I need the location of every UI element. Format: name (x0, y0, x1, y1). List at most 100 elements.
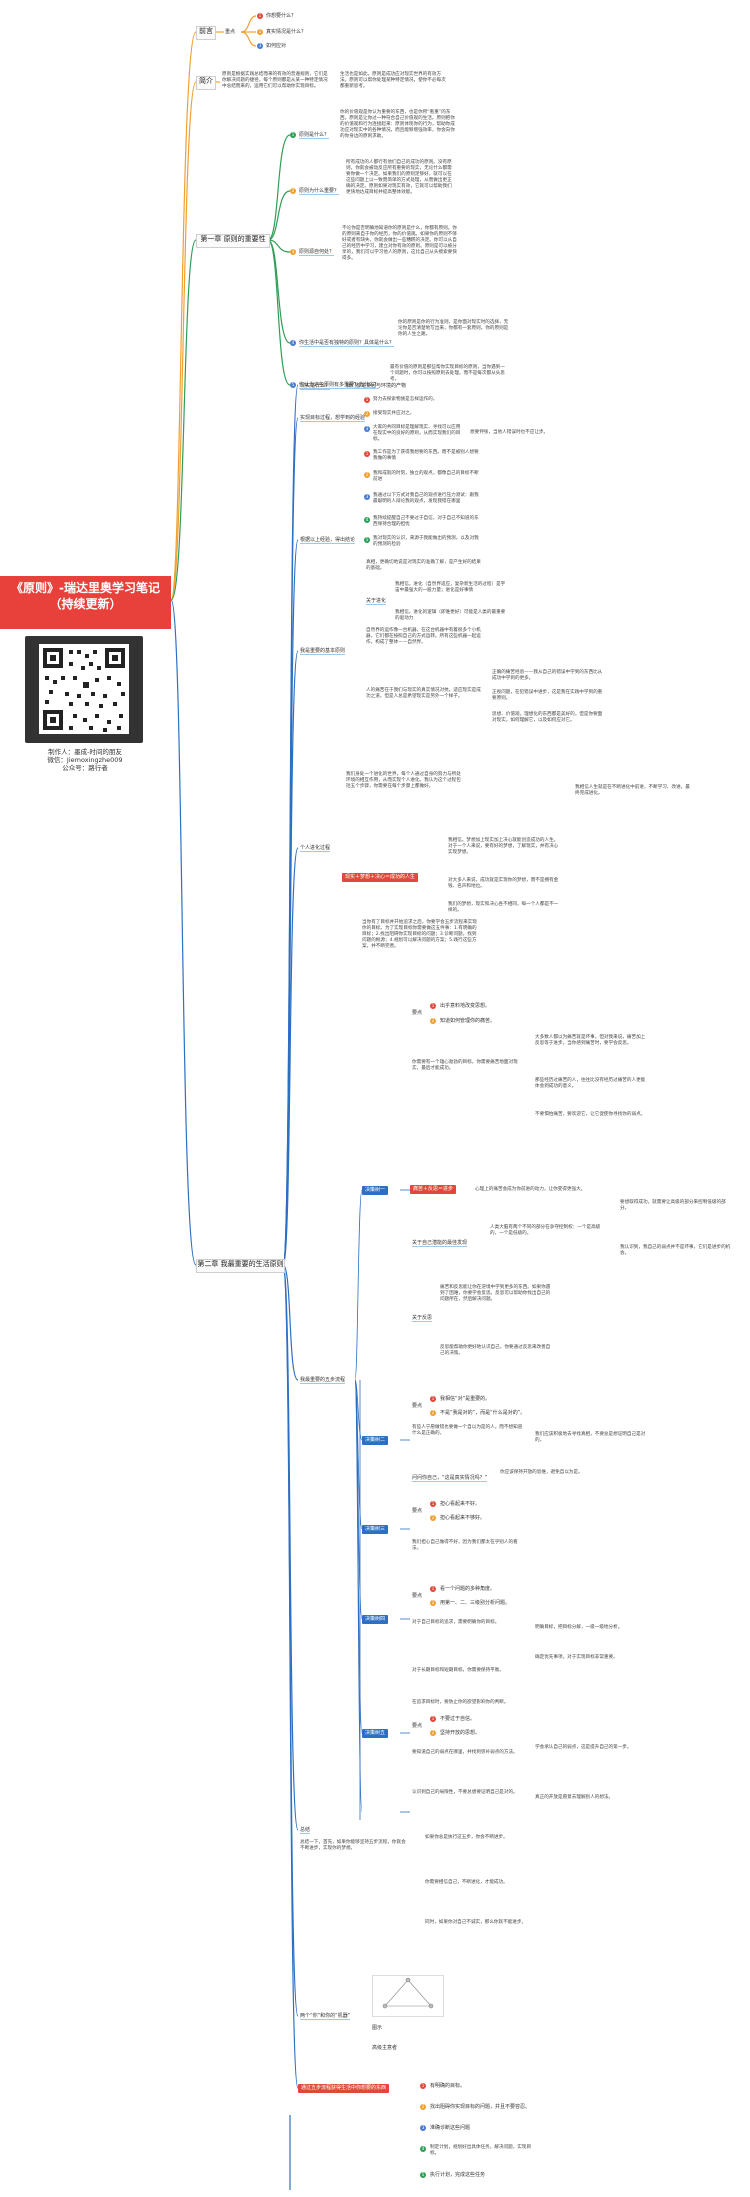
ch2-s2-item-4: 想要伸张，当他人错误时也不应让步。 (470, 430, 549, 435)
s9-item-3: 准确诊断这些问题 (430, 2125, 471, 2131)
intro-label: 简介 (199, 77, 213, 85)
number-3-icon: 3 (257, 43, 263, 49)
ch2-s8-figure-label: 图示 (372, 2025, 383, 2031)
number-2-icon: 2 (430, 1730, 436, 1736)
d1-qb: 要想取得成功，就需要让高级的部分来控制低级的部分。 (620, 1200, 726, 1211)
d5-p2: 认识到自己的局限性，不要总想要证明自己是对的。 (412, 1790, 518, 1795)
decision-tree-2[interactable]: 决策树二 (362, 1436, 389, 1445)
number-5-icon: 5 (364, 537, 370, 543)
preface-node[interactable]: 前言 (196, 26, 216, 40)
d1-r1: 大多数人都以为痛苦就是坏事，但对我来说，痛苦加上反思等于进步。当你感到痛苦时，要… (535, 1035, 646, 1046)
decision-tree-3[interactable]: 决策树三 (362, 1525, 389, 1534)
ch2-s6-intro: 当你有了目标并开始追求之后，你要学会五步流程来实现你的目标。为了实现目标你需要做… (362, 920, 477, 949)
ch2-s5-text: 我们身处一个进化的世界，每个人通过自身的努力与所处环境的相互作用，从而实现个人进… (346, 772, 461, 789)
chapter-1-node[interactable]: 第一章 原则的重要性 (196, 234, 270, 248)
preface-item-3: 如何应对 (266, 43, 287, 49)
root-topic[interactable]: 《原则》-瑞达里奥学习笔记（持续更新） (0, 576, 171, 629)
decision-tree-1[interactable]: 决策树一 (362, 1186, 389, 1195)
d4-item-1: 看一个问题的多种角度。 (440, 1586, 496, 1592)
decision-tree-5[interactable]: 决策树五 (362, 1729, 389, 1738)
ch2-s7-text: 总结一下，首先，如果你能够坚持五步流程，你就会不断进步，实现你的梦想。 (300, 1840, 406, 1851)
d5-r2: 真正的开放是愿意去理解别人的想法。 (535, 1795, 614, 1800)
d4-p2: 对于长期目标和短期目标，你需要保持平衡。 (412, 1668, 504, 1673)
qr-code-image (25, 636, 143, 743)
d2-item-2: 不是“我是对的”，而是“什么是对的”。 (440, 1410, 526, 1416)
number-3-icon: 3 (364, 494, 370, 500)
ch2-s9[interactable]: 通过五步流程获得生活中你想要的东西 (298, 2084, 390, 2093)
ch2-s4-head: 真相，更确切地说是对现实的准确了解，是产生好的结果的基础。 (366, 560, 481, 571)
intro-node[interactable]: 简介 (196, 76, 216, 90)
number-1-icon: 1 (430, 1501, 436, 1507)
d4-item-2: 用第一、二、三级别分析问题。 (440, 1600, 511, 1606)
decision-tree-4[interactable]: 决策树四 (362, 1615, 389, 1624)
d1-item-1: 出乎意料地改变思想。 (440, 1003, 491, 1009)
number-4-icon: 4 (420, 2146, 426, 2152)
number-1-icon: 1 (420, 2083, 426, 2089)
credit-author: 制作人：墨成-时间的朋友 (48, 748, 122, 756)
ch2-s4: 我是重要的基本原则 (300, 648, 346, 655)
number-1-icon: 1 (430, 1003, 436, 1009)
ch2-s2: 实现目标过程，想学到的经验 (300, 415, 366, 422)
d2-item-1: 我相信“对”是重要的。 (440, 1396, 491, 1402)
ch2-s7-r3: 同时，如果你对自己不诚实，那么你就不能进步。 (425, 1920, 527, 1925)
d1-focus: 要点 (412, 1010, 423, 1016)
s9-item-1: 有明确的目标。 (430, 2083, 466, 2089)
d1-q: 关于自己潜能的最佳发现 (412, 1240, 468, 1247)
d5-item-2: 坚持开放的思想。 (440, 1730, 481, 1736)
ch1-q3: 原则源自何处？ (299, 249, 335, 256)
ch1-q5: 你认为这些原则有多重要？为什么？ (299, 382, 380, 389)
machine-diagram-figure (372, 1975, 444, 2017)
number-3-icon: 3 (420, 2125, 426, 2131)
ch1-a3: 不论你是否明确地知道你的原则是什么，你都有原则。你的原则来自于你的经历，你的价值… (342, 226, 457, 261)
ch1-q2: 原则为什么重要？ (299, 188, 340, 195)
ch1-q4: 你生活中是否有独特的原则？具体是什么？ (299, 340, 395, 347)
number-2-icon: 2 (430, 1410, 436, 1416)
number-1-icon: 1 (430, 1396, 436, 1402)
root-title: 《原则》-瑞达里奥学习笔记（持续更新） (11, 581, 160, 611)
ch1-a4: 你的原则是你的行为准则，是你面对现实时的选择，无论你是否清楚地写出来，你都有一套… (398, 320, 509, 337)
d3-p1: 我们担心自己做得不好，因为我们都太在乎别人的看法。 (412, 1540, 518, 1551)
d3-focus: 要点 (412, 1508, 423, 1514)
d1-pill-text: 心理上的痛苦会成为你前进的动力，让你变得更强大。 (475, 1187, 586, 1192)
number-4-icon: 4 (364, 517, 370, 523)
d4-p1: 对于自己目标的追求，需要明确你的目标。 (412, 1620, 500, 1625)
ch2-s4-r1: 正确的痛苦经验——我从自己的错误中学到的东西比从成功中学到的更多。 (492, 670, 603, 681)
ch2-s5-pill: 现实＋梦想＋决心＝成功的人生 (342, 873, 419, 882)
d2-q: 问问你自己，“这是真实情况吗？” (412, 1475, 488, 1482)
ch2-s4-r3: 思想、价值观，理想化的东西都是美好的，但是你要面对现实，如何理解它，以及如何应对… (492, 712, 603, 723)
d5-p1: 要知道自己的弱点在哪里，并找到弥补弱点的方法。 (412, 1750, 518, 1755)
d5-focus: 要点 (412, 1723, 423, 1729)
number-4-icon: 4 (290, 340, 296, 346)
ch2-s1-answer: 我们都是量因与环境的产物 (346, 383, 407, 389)
chapter-1-label: 第一章 原则的重要性 (200, 235, 266, 243)
d1-item-2: 知道如何管理你的痛苦。 (440, 1018, 496, 1024)
chapter-2-label: 第二章 我最重要的生活原则 (197, 1260, 284, 1268)
ch2-s5-d: 我相信人生就是在不断进化中前进，不断学习、改进，最终完成进化。 (575, 785, 690, 796)
d2-p1: 有些人宁愿做错也要做一个自以为是的人，而不想知道什么是正确的。 (412, 1425, 523, 1436)
ch2-s4-about: 关于进化 (366, 598, 387, 605)
ch2-s3-item-5: 我对现实的认识，来源于我能做出的预测，以及对我的预测的检验 (373, 536, 479, 547)
number-1-icon: 1 (290, 132, 296, 138)
number-2-icon: 2 (430, 1515, 436, 1521)
ch2-s5-b: 对大多人来说，成功就是实现你的梦想，而不是拥有金钱、名声和地位。 (448, 878, 559, 889)
preface-label: 前言 (199, 27, 213, 35)
ch2-s4-p1: 自然界的运作像一台机器，在这台机器中有着很多个小机器，它们都在按照自己的方式运转… (366, 628, 481, 645)
d1-pt2: 反思能帮助你更好地认识自己，你要通过反思来改善自己的决策。 (440, 1345, 551, 1356)
chapter-2-node[interactable]: 第二章 我最重要的生活原则 (196, 1259, 285, 1273)
ch2-s5-a: 我相信，梦想加上现实加上决心就能创造成功的人生。对于一个人来说，要有好的梦想，了… (448, 838, 559, 855)
d3-item-2: 担心看起来不够好。 (440, 1515, 486, 1521)
ch2-s5: 个人进化过程 (300, 845, 331, 852)
d1-qc: 我认识到，我自己的弱点并不是坏事，它们是进步的机会。 (620, 1245, 731, 1256)
number-2-icon: 2 (430, 1018, 436, 1024)
number-3-icon: 3 (364, 426, 370, 432)
ch2-s8: 两个“你”和你的“机器” (300, 2013, 351, 2020)
preface-item-1: 你想要什么？ (266, 13, 297, 19)
number-1-icon: 1 (430, 1716, 436, 1722)
d4-r2: 确定优先事项，对于实现目标非常重要。 (535, 1655, 618, 1660)
s9-item-2: 找出阻碍你实现目标的问题，并且不要容忍。 (430, 2104, 531, 2110)
ch2-s3-item-4: 我持续提醒自己不要过于自信，对于自己不知道的东西保持合理的担忧 (373, 516, 479, 527)
ch2-s3-item-3: 我通过以下方式对我自己的观点进行压力测试：跟我最聪明的人辩论我的观点，发现我错在… (373, 493, 479, 504)
ch2-s3-item-2: 我和成就的时刻，独立的观点，都像自己的目标不断前进 (373, 471, 479, 482)
ch2-s4-evo-1: 我相信，进化（自然界适应，复杂新生活的过程）是宇宙中最强大的一股力量；进化是好事… (395, 582, 506, 593)
